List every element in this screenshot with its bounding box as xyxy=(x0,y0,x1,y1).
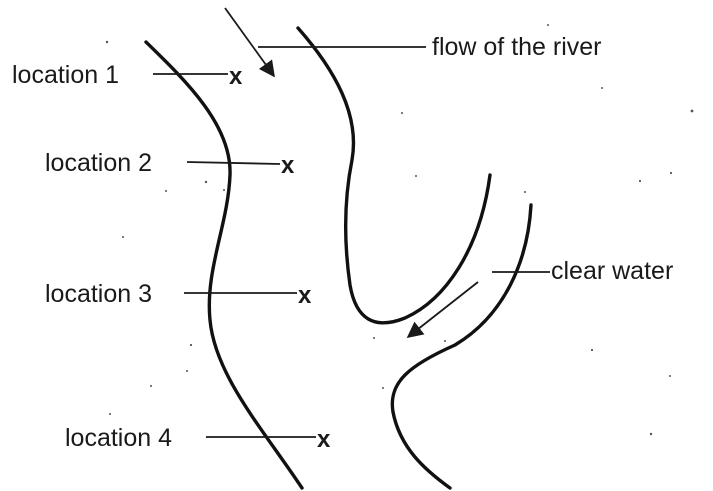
location-2-leader-line xyxy=(187,162,280,164)
main-river-left-bank xyxy=(146,42,302,488)
location-1-marker: x xyxy=(229,63,243,90)
clear-water-label: clear water xyxy=(551,257,673,285)
location-2-marker: x xyxy=(281,152,295,179)
location-4-label: location 4 xyxy=(65,424,172,452)
location-3-label: location 3 xyxy=(45,280,152,308)
flow-of-the-river-label: flow of the river xyxy=(432,33,602,61)
location-2-label: location 2 xyxy=(45,149,152,177)
scan-speckles xyxy=(106,24,694,435)
main-river-right-bank xyxy=(298,28,490,323)
location-4-marker: x xyxy=(317,426,331,453)
location-3-marker: x xyxy=(298,282,312,309)
tributary-bank xyxy=(392,205,531,488)
location-1-label: location 1 xyxy=(12,61,119,89)
